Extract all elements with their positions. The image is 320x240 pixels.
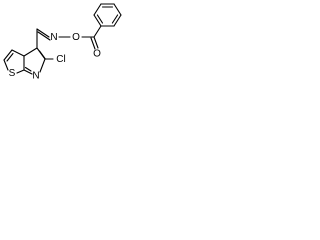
bond-c3-c2 [3,49,13,61]
atom-o-oxime: O [72,32,80,43]
atom-n-oxime: N [50,32,57,43]
bond-c5-c6-inner [38,50,46,60]
bond-carbonyl-o-1 [93,36,99,49]
bond-n4-c5 [23,47,38,57]
bond-c3-c2-inner [6,52,14,62]
bond-n-ch-1 [36,28,50,38]
bond-ph-6-inner [96,14,104,24]
atom-s-ring: S [9,68,16,79]
atom-cl: Cl [56,54,65,65]
bond-ph-1 [93,3,102,16]
atom-o-carbonyl: O [93,49,101,60]
bond-n-ch-2 [37,31,51,41]
bond-carbonyl-o-2 [90,37,96,50]
bond-c2-s [3,59,9,71]
bond-n4-c3 [11,49,25,57]
bond-ph-6 [93,14,102,27]
chemical-structure: N O O Cl S N [3,3,122,82]
bond-s-c7a [16,69,25,74]
bonds [3,3,122,75]
bond-c6-n7 [39,58,46,73]
bond-ph-3 [113,3,122,16]
bond-n7-c7a [23,69,33,75]
bond-n7-c7a-inner [24,66,32,72]
atom-labels: N O O Cl S N [9,32,101,82]
atom-n-ring: N [32,71,39,82]
bond-ph-4-inner [111,14,119,24]
bond-ph-4 [113,14,122,27]
bond-ph-carbonyl [93,25,102,38]
